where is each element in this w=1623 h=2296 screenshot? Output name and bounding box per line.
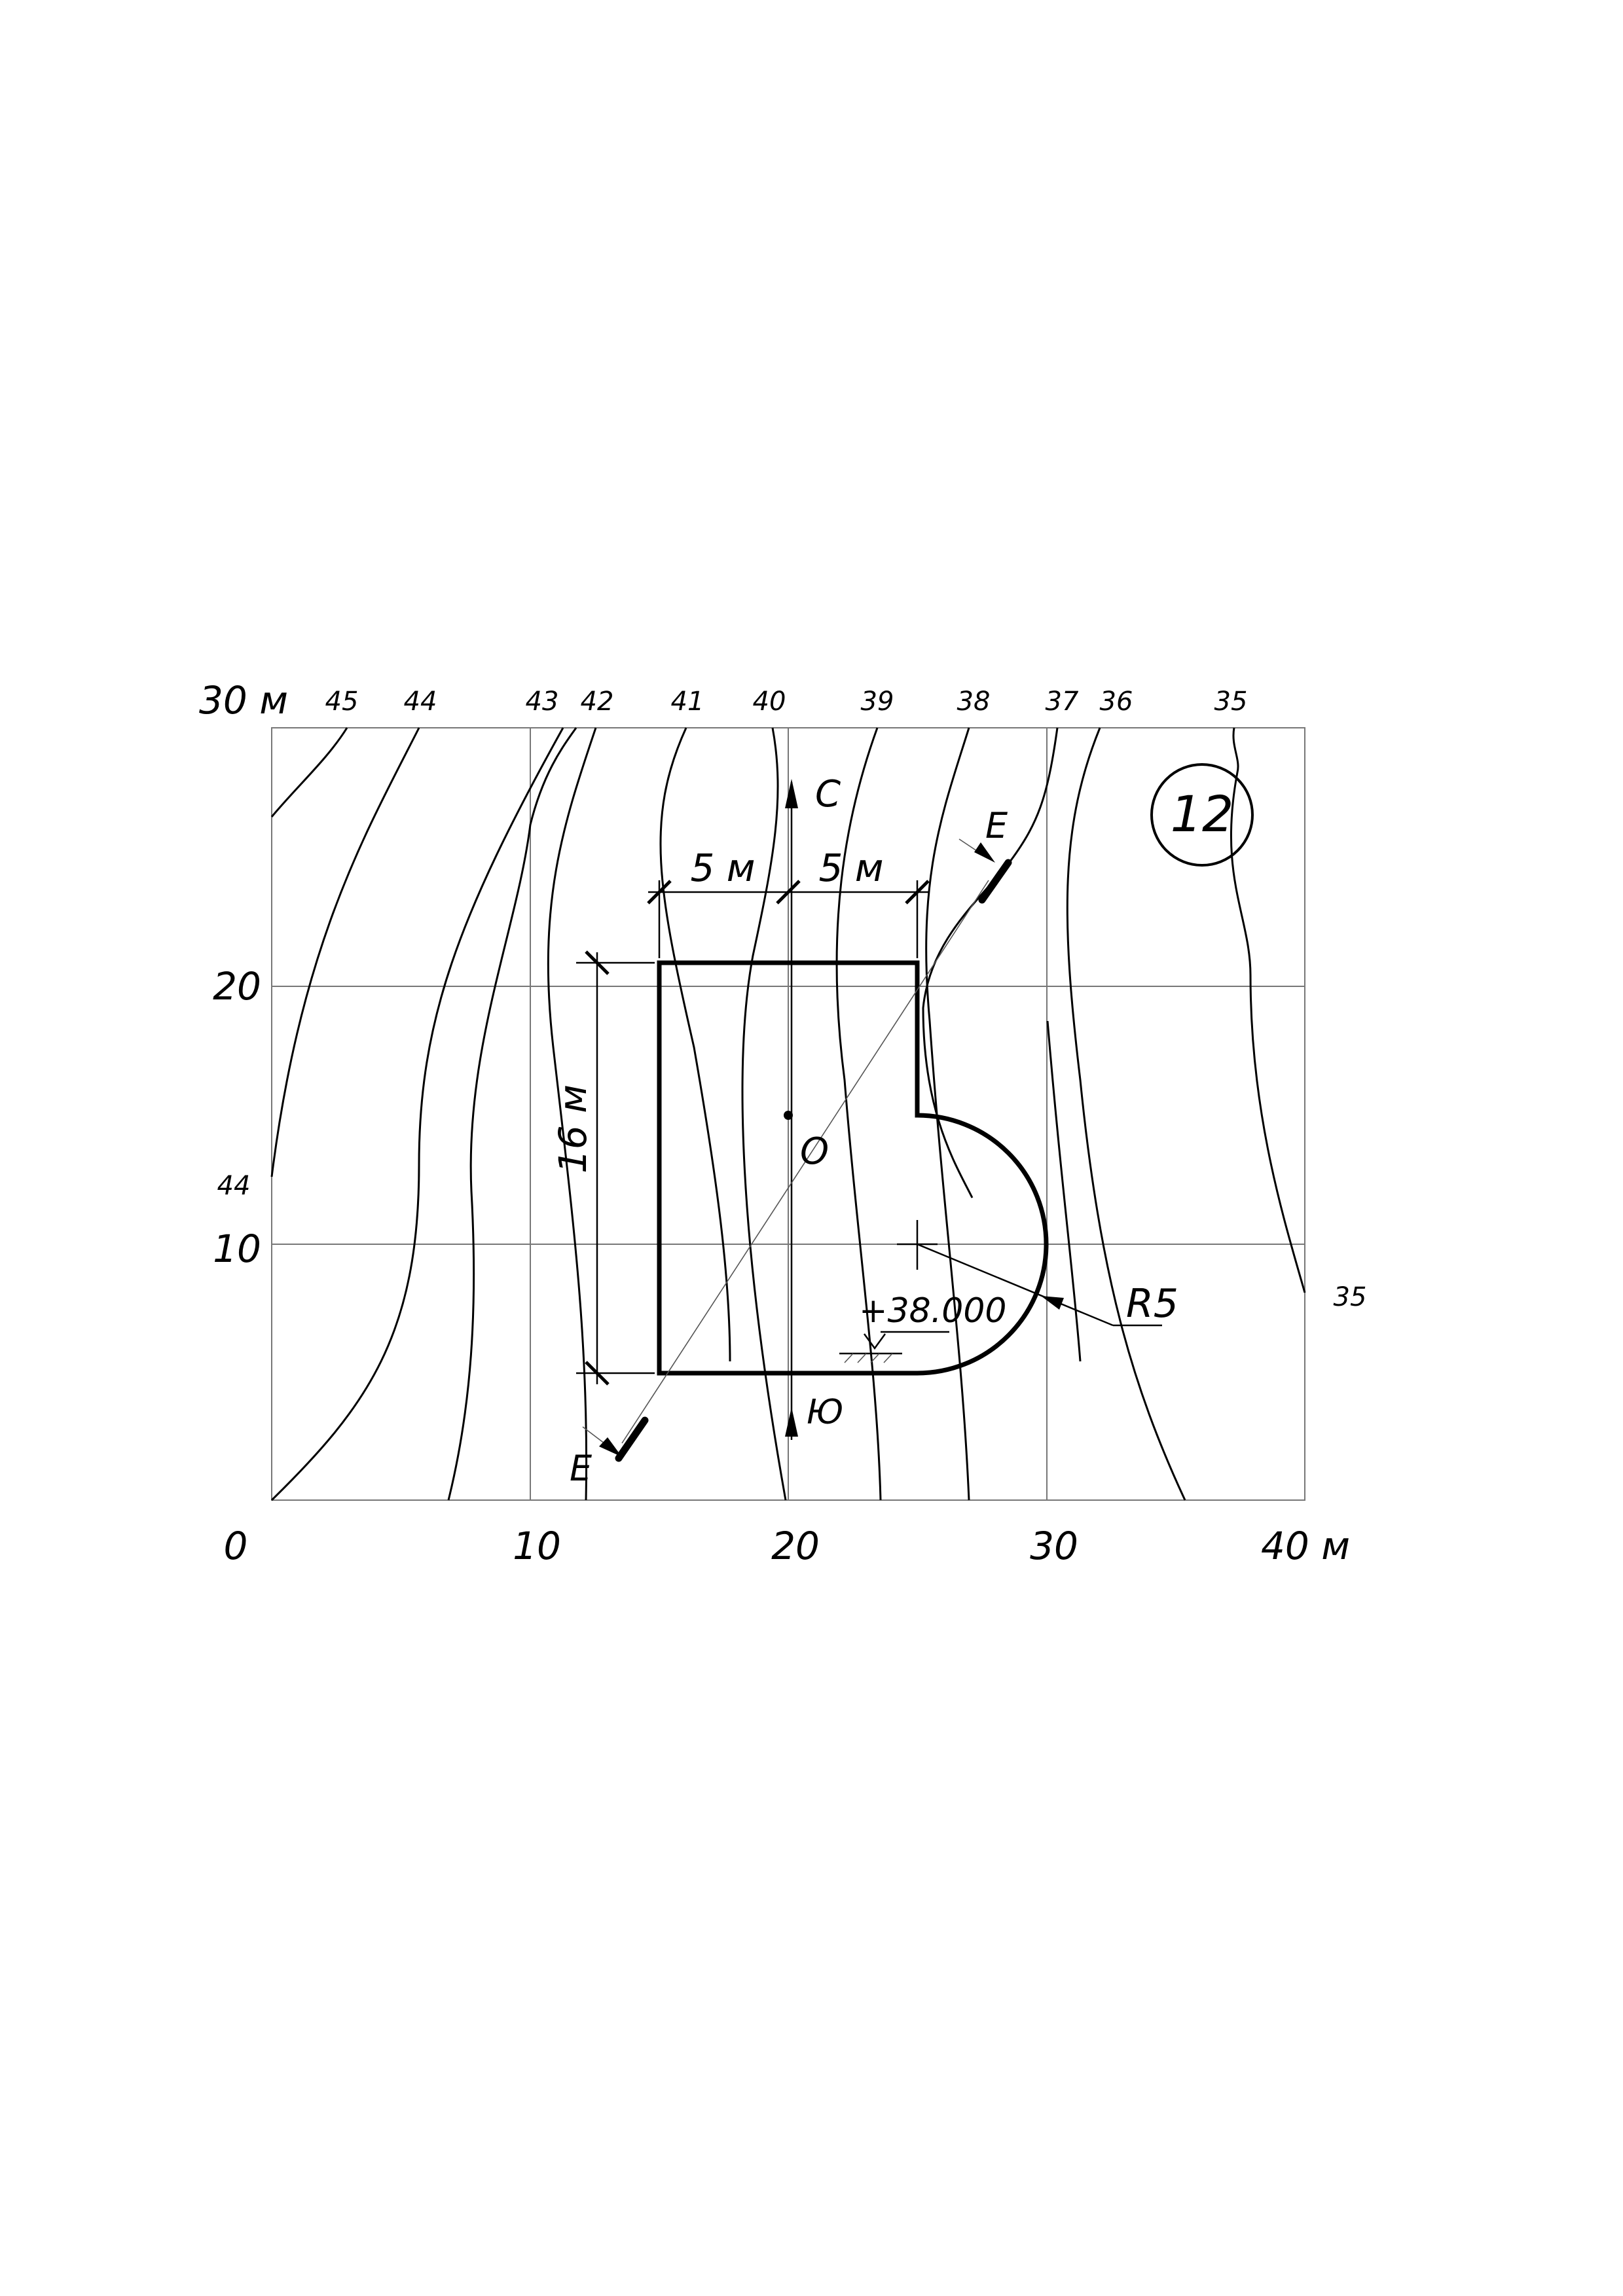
center-point-icon xyxy=(784,1111,793,1120)
building-outline xyxy=(657,960,1049,1376)
contour-label-39: 39 xyxy=(861,687,894,717)
contour-label-35: 35 xyxy=(1214,687,1248,717)
contour-38 xyxy=(925,727,970,1501)
contour-label-44: 44 xyxy=(404,687,437,717)
section-label-top: Е xyxy=(985,805,1008,846)
dim-right-label: 5 м xyxy=(818,846,883,890)
x-tick-0: 0 xyxy=(224,1524,248,1568)
y-tick-10: 10 xyxy=(213,1227,261,1271)
dimensions xyxy=(576,880,1162,1386)
radius-leader xyxy=(917,1243,1114,1327)
contour-35 xyxy=(1230,727,1306,1293)
north-arrow-icon xyxy=(785,779,798,808)
section-label-bottom: Е xyxy=(570,1448,593,1489)
section-cut-bottom xyxy=(615,1416,649,1462)
radius-label: R5 xyxy=(1126,1281,1178,1327)
x-tick-40: 40 м xyxy=(1261,1524,1350,1568)
y-tick-20: 20 xyxy=(213,964,261,1009)
axis-labels: 0 10 20 30 40 м 10 20 30 м xyxy=(199,678,1350,1568)
contour-36 xyxy=(1066,727,1186,1501)
section-trace xyxy=(621,880,989,1444)
contour-44 xyxy=(270,727,420,1177)
contour-label-42: 42 xyxy=(581,687,614,717)
contour-39 xyxy=(835,727,882,1501)
contour-37 xyxy=(922,727,1059,1198)
contour-label-40: 40 xyxy=(753,687,786,717)
radius-arrow-icon xyxy=(1041,1296,1064,1310)
elevation-label: +38.000 xyxy=(859,1291,1007,1331)
contour-label-38: 38 xyxy=(957,687,991,717)
elevation-mark-icon xyxy=(863,1333,886,1350)
section-line xyxy=(582,838,1012,1462)
building xyxy=(657,960,1049,1376)
contour-41 xyxy=(659,727,731,1362)
center-label: О xyxy=(800,1130,829,1173)
contour-labels: 45 44 43 42 41 40 39 38 37 36 35 44 35 xyxy=(217,687,1367,1312)
contour-label-37: 37 xyxy=(1046,687,1079,717)
contour-lines xyxy=(270,727,1306,1501)
section-cut-top xyxy=(978,859,1012,904)
sheet-number-circle xyxy=(1150,763,1254,867)
contour-label-45: 45 xyxy=(325,687,359,717)
contour-37b xyxy=(1046,1020,1082,1362)
contour-label-43: 43 xyxy=(526,687,559,717)
contour-43 xyxy=(447,727,577,1501)
contour-45 xyxy=(270,727,348,817)
contour-42 xyxy=(547,727,597,1501)
x-tick-10: 10 xyxy=(513,1524,561,1568)
south-arrow-icon xyxy=(785,1407,798,1437)
contour-label-right: 35 xyxy=(1334,1282,1367,1312)
south-label: Ю xyxy=(807,1393,843,1432)
contour-44b xyxy=(270,727,564,1501)
north-south-axis xyxy=(784,779,798,1440)
sheet-number: 12 xyxy=(1171,785,1234,843)
section-arrow-top-icon xyxy=(974,842,995,863)
contour-label-41: 41 xyxy=(671,687,704,717)
annotation-labels: С Ю О 5 м 5 м 16 м R5 +38.000 Е Е xyxy=(551,773,1178,1489)
dim-left-label: 5 м xyxy=(690,846,755,890)
contour-label-left: 44 xyxy=(217,1171,251,1201)
contour-40 xyxy=(741,727,787,1501)
x-tick-20: 20 xyxy=(771,1524,820,1568)
contour-label-36: 36 xyxy=(1100,687,1133,717)
y-tick-30: 30 м xyxy=(199,678,288,723)
north-label: С xyxy=(815,773,841,816)
dim-height-label: 16 м xyxy=(551,1085,595,1174)
x-tick-30: 30 xyxy=(1030,1524,1078,1568)
section-arrow-bottom-icon xyxy=(599,1437,622,1457)
